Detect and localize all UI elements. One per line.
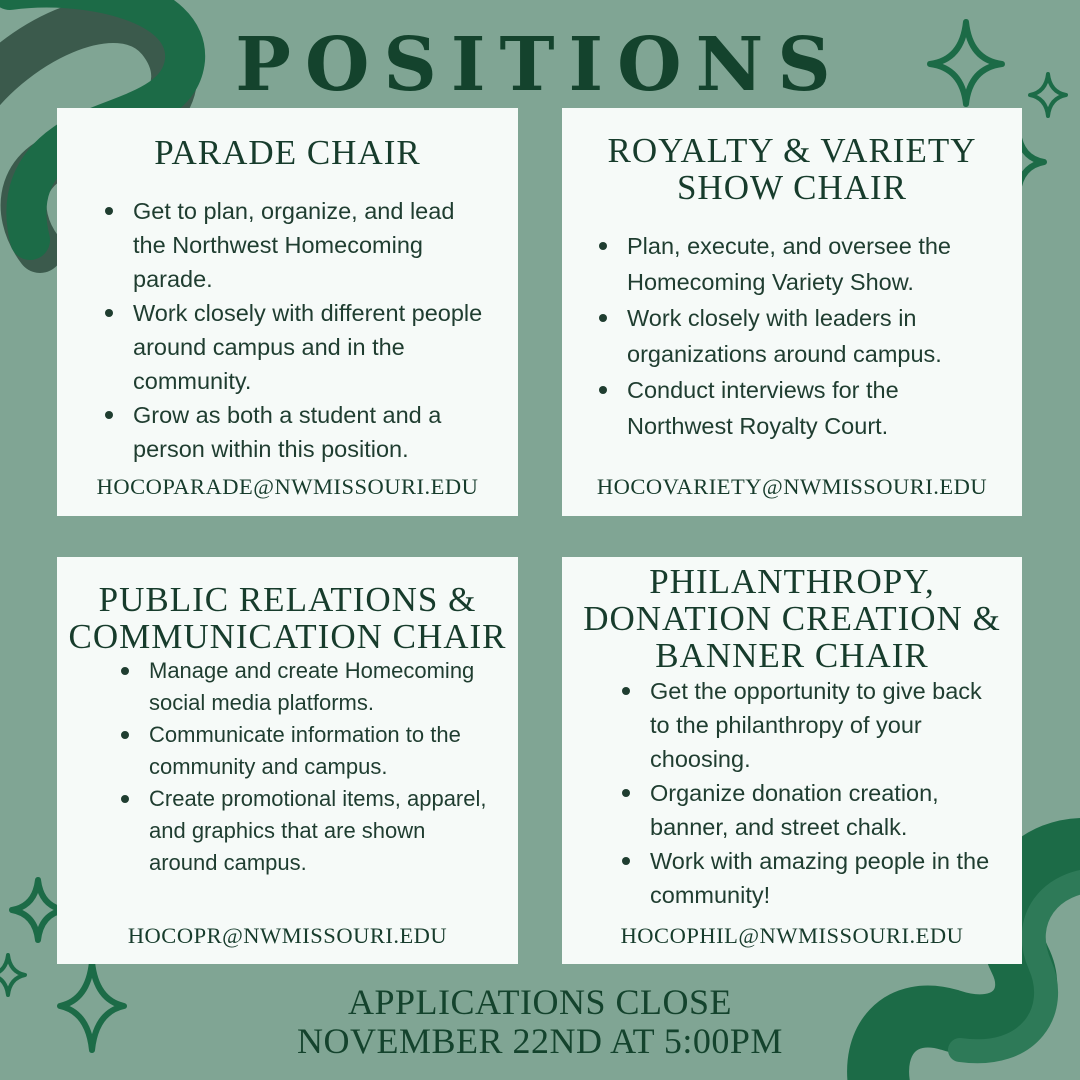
- list-item: Create promotional items, apparel, and g…: [121, 783, 491, 879]
- footer-line-1: APPLICATIONS CLOSE: [347, 982, 733, 1022]
- card-heading: PUBLIC RELATIONS & COMMUNICATION CHAIR: [68, 580, 507, 656]
- position-card-parade: PARADE CHAIR Get to plan, organize, and …: [57, 108, 518, 516]
- list-item: Work closely with leaders in organizatio…: [599, 300, 1009, 372]
- bottom-right-wave-inner: [948, 870, 1080, 1064]
- card-heading: PARADE CHAIR: [154, 133, 421, 172]
- sparkle-icon: [9, 877, 67, 943]
- list-item: Organize donation creation, banner, and …: [622, 776, 1002, 844]
- bullet-list: Manage and create Homecoming social medi…: [121, 655, 491, 879]
- bullet-list: Get the opportunity to give back to the …: [622, 674, 1002, 912]
- bottom-right-wave-outer: [847, 818, 1080, 1080]
- contact-email: HOCOVARIETY@NWMISSOURI.EDU: [596, 474, 988, 499]
- deadline-footer: APPLICATIONS CLOSE NOVEMBER 22ND AT 5:00…: [0, 983, 1080, 1061]
- page-title: POSITIONS: [235, 22, 845, 108]
- bullet-list: Get to plan, organize, and lead the Nort…: [105, 194, 485, 466]
- list-item: Manage and create Homecoming social medi…: [121, 655, 491, 719]
- top-left-wave-green: [0, 0, 206, 260]
- list-item: Get the opportunity to give back to the …: [622, 674, 1002, 776]
- position-card-philanthropy: PHILANTHROPY, DONATION CREATION & BANNER…: [562, 557, 1022, 964]
- sparkle-icon: [1028, 72, 1068, 118]
- list-item: Work closely with different people aroun…: [105, 296, 485, 398]
- position-card-public-relations: PUBLIC RELATIONS & COMMUNICATION CHAIR M…: [57, 557, 518, 964]
- list-item: Get to plan, organize, and lead the Nort…: [105, 194, 485, 296]
- list-item: Communicate information to the community…: [121, 719, 491, 783]
- list-item: Plan, execute, and oversee the Homecomin…: [599, 228, 1009, 300]
- position-card-royalty: ROYALTY & VARIETY SHOW CHAIR Plan, execu…: [562, 108, 1022, 516]
- list-item: Grow as both a student and a person with…: [105, 398, 485, 466]
- list-item: Work with amazing people in the communit…: [622, 844, 1002, 912]
- list-item: Conduct interviews for the Northwest Roy…: [599, 372, 1009, 444]
- footer-line-2: NOVEMBER 22ND AT 5:00PM: [297, 1021, 783, 1061]
- card-heading: ROYALTY & VARIETY SHOW CHAIR: [607, 131, 977, 207]
- contact-email: HOCOPARADE@NWMISSOURI.EDU: [96, 474, 479, 499]
- contact-email: HOCOPHIL@NWMISSOURI.EDU: [620, 923, 964, 948]
- sparkle-icon: [927, 19, 1005, 107]
- sparkle-icon: [0, 953, 27, 997]
- contact-email: HOCOPR@NWMISSOURI.EDU: [127, 923, 448, 948]
- sparkle-icon: [57, 959, 127, 1053]
- card-heading: PHILANTHROPY, DONATION CREATION & BANNER…: [583, 562, 1001, 675]
- bullet-list: Plan, execute, and oversee the Homecomin…: [599, 228, 1009, 444]
